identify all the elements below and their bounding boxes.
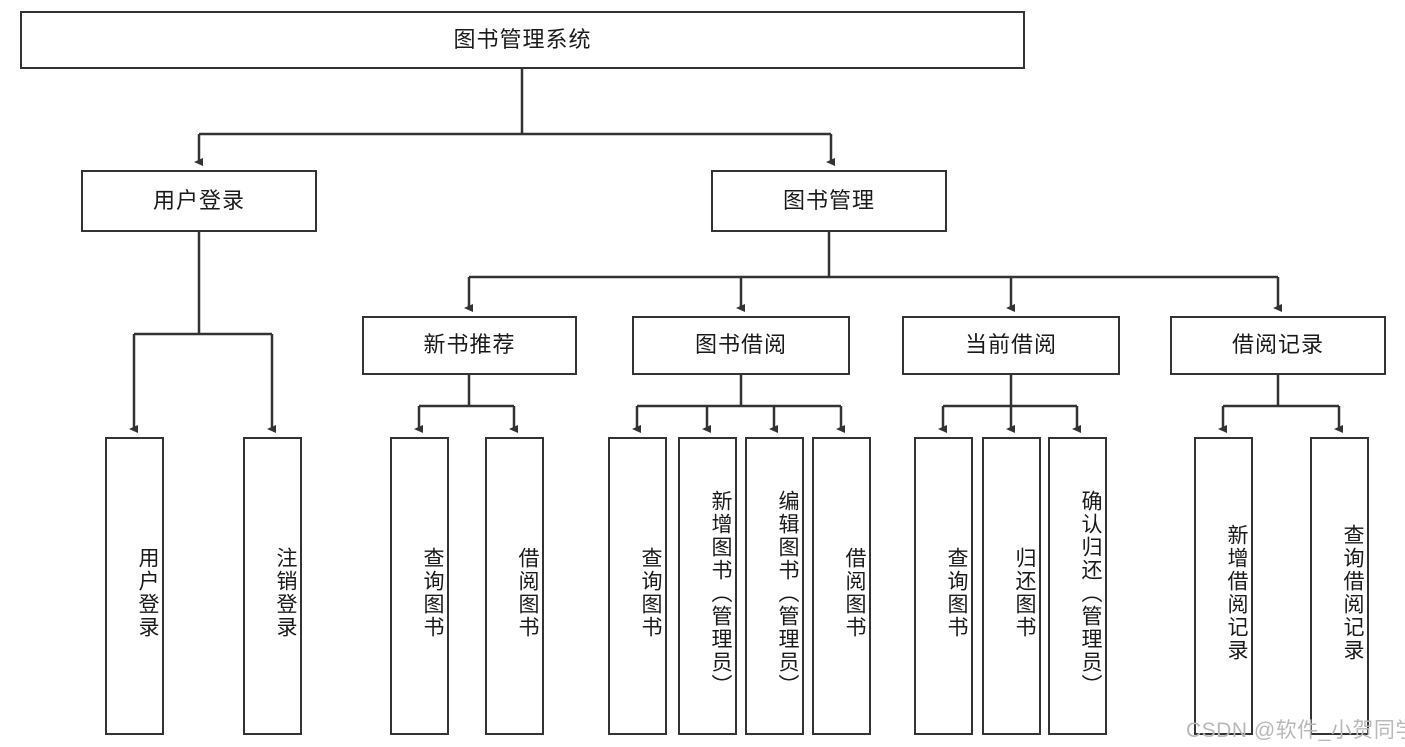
node-leaf-add-book-admin[interactable]: 新增图书（管理员） <box>678 437 737 735</box>
node-leaf-query-book-3-label: 查询图书 <box>945 547 968 639</box>
node-user-login-label: 用户登录 <box>152 187 245 213</box>
node-leaf-query-book-2-label: 查询图书 <box>639 547 662 639</box>
node-leaf-logout[interactable]: 注销登录 <box>243 437 302 735</box>
node-leaf-logout-label: 注销登录 <box>274 547 297 639</box>
node-leaf-borrow-book-1-label: 借阅图书 <box>516 547 539 639</box>
node-leaf-add-book-admin-label: 新增图书（管理员） <box>709 489 732 697</box>
node-leaf-return-book-label: 归还图书 <box>1013 547 1036 639</box>
node-leaf-query-book-1[interactable]: 查询图书 <box>390 437 449 735</box>
node-borrow-record-label: 借阅记录 <box>1231 332 1324 358</box>
node-leaf-query-borrow-record-label: 查询借阅记录 <box>1341 524 1364 662</box>
node-book-management[interactable]: 图书管理 <box>711 170 947 232</box>
node-leaf-user-login[interactable]: 用户登录 <box>105 437 164 735</box>
node-root-label: 图书管理系统 <box>453 26 592 52</box>
node-leaf-confirm-return-admin[interactable]: 确认归还（管理员） <box>1048 437 1107 735</box>
node-book-borrow[interactable]: 图书借阅 <box>632 316 850 375</box>
node-leaf-query-book-3[interactable]: 查询图书 <box>914 437 973 735</box>
node-leaf-confirm-return-admin-label: 确认归还（管理员） <box>1079 489 1102 697</box>
node-leaf-borrow-book-2[interactable]: 借阅图书 <box>812 437 871 735</box>
node-new-book-recommend[interactable]: 新书推荐 <box>362 316 577 375</box>
node-borrow-record[interactable]: 借阅记录 <box>1170 316 1386 375</box>
node-root[interactable]: 图书管理系统 <box>20 11 1025 69</box>
csdn-watermark: CSDN @软件_小贺同学 <box>1186 719 1405 742</box>
node-book-management-label: 图书管理 <box>782 187 875 213</box>
node-current-borrow-label: 当前借阅 <box>964 332 1057 358</box>
node-new-book-recommend-label: 新书推荐 <box>423 332 516 358</box>
node-leaf-query-borrow-record[interactable]: 查询借阅记录 <box>1310 437 1369 735</box>
node-leaf-return-book[interactable]: 归还图书 <box>982 437 1041 735</box>
node-leaf-edit-book-admin-label: 编辑图书（管理员） <box>776 489 799 697</box>
node-leaf-query-book-1-label: 查询图书 <box>421 547 444 639</box>
node-leaf-add-borrow-record-label: 新增借阅记录 <box>1225 524 1248 662</box>
node-leaf-user-login-label: 用户登录 <box>136 547 159 639</box>
node-leaf-add-borrow-record[interactable]: 新增借阅记录 <box>1194 437 1253 735</box>
node-book-borrow-label: 图书借阅 <box>694 332 787 358</box>
node-leaf-query-book-2[interactable]: 查询图书 <box>608 437 667 735</box>
node-current-borrow[interactable]: 当前借阅 <box>902 316 1120 375</box>
node-user-login[interactable]: 用户登录 <box>81 170 317 232</box>
node-leaf-borrow-book-2-label: 借阅图书 <box>843 547 866 639</box>
node-leaf-edit-book-admin[interactable]: 编辑图书（管理员） <box>745 437 804 735</box>
node-leaf-borrow-book-1[interactable]: 借阅图书 <box>485 437 544 735</box>
